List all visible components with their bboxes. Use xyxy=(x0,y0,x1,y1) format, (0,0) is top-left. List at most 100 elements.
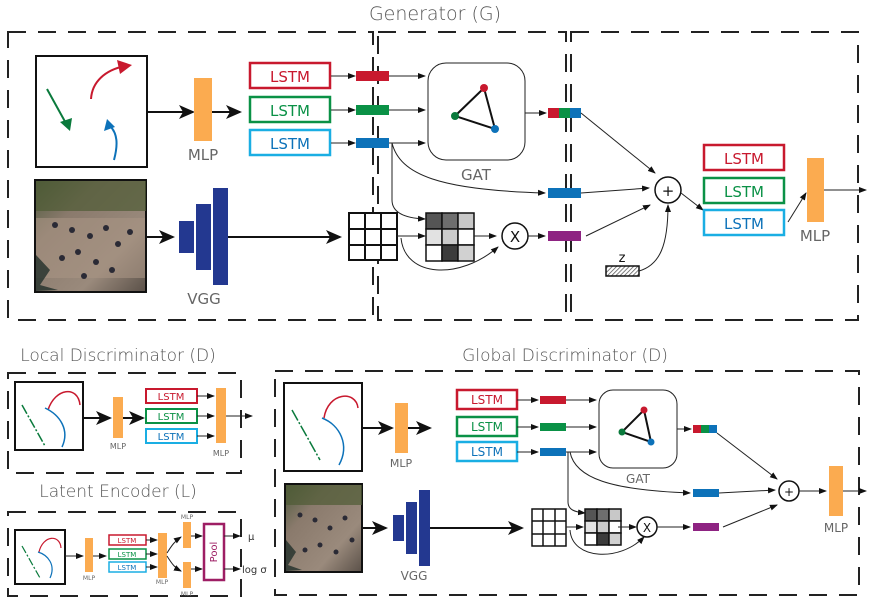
global-attention-vector xyxy=(693,523,719,531)
global-pooled-vector xyxy=(693,425,717,433)
attention-cell xyxy=(441,228,459,246)
sum-node: + xyxy=(654,176,682,204)
vgg-label: VGG xyxy=(187,290,221,308)
attention-cell xyxy=(584,520,598,534)
global-gat-block xyxy=(598,389,678,469)
svg-text:LSTM: LSTM xyxy=(471,445,503,459)
attention-cell xyxy=(608,508,622,522)
attention-cell xyxy=(584,508,598,522)
mlp-label: MLP xyxy=(188,146,218,164)
svg-text:LSTM: LSTM xyxy=(270,68,310,86)
attention-cell xyxy=(441,212,459,230)
latent-mu-mlp-block xyxy=(183,522,191,548)
generator-section: Generator (G) MLP LSTM LSTM LST xyxy=(7,3,867,321)
global-discriminator-title: Global Discriminator (D) xyxy=(462,346,668,366)
lstm-red: LSTM xyxy=(248,61,332,90)
decoder-lstm-blue: LSTM xyxy=(702,208,786,237)
attention-cell xyxy=(584,532,598,546)
attention-cell xyxy=(457,244,475,262)
attention-cell xyxy=(425,244,443,262)
local-output-mlp-block xyxy=(216,388,226,443)
mlp-block xyxy=(194,78,212,141)
noise-vector xyxy=(605,265,640,277)
global-mlp-block xyxy=(395,403,408,453)
local-trajectory-input xyxy=(14,381,84,451)
latent-encoder-section: Latent Encoder (L) MLP LSTM LSTM LSTM ML… xyxy=(7,482,267,598)
generator-encoder-box xyxy=(7,31,374,321)
physical-attention-vector xyxy=(548,231,581,241)
svg-text:LSTM: LSTM xyxy=(471,393,503,407)
vgg-block xyxy=(179,188,228,285)
latent-mlp2-block xyxy=(158,533,167,578)
global-output-mlp-block xyxy=(829,466,843,516)
attention-cell xyxy=(441,244,459,262)
attention-cell xyxy=(608,532,622,546)
global-hidden-blue xyxy=(540,448,566,456)
local-discriminator-title: Local Discriminator (D) xyxy=(20,346,215,366)
local-discriminator-section: Local Discriminator (D) MLP LSTM LSTM LS… xyxy=(7,346,253,474)
latent-encoder-title: Latent Encoder (L) xyxy=(39,482,197,502)
svg-text:LSTM: LSTM xyxy=(118,551,137,559)
multiply-node: X xyxy=(501,222,529,250)
noise-label: z xyxy=(619,251,626,266)
svg-text:LSTM: LSTM xyxy=(471,420,503,434)
global-attention-grid xyxy=(584,508,622,546)
svg-text:LSTM: LSTM xyxy=(118,564,137,572)
svg-text:MLP: MLP xyxy=(824,521,848,535)
global-hidden-copy xyxy=(693,489,719,497)
svg-text:LSTM: LSTM xyxy=(158,392,185,403)
generator-decoder-box xyxy=(570,31,859,321)
svg-text:GAT: GAT xyxy=(626,472,651,486)
hidden-state-copy xyxy=(548,188,581,198)
pooled-vector xyxy=(548,108,581,118)
latent-sigma-mlp-block xyxy=(183,562,191,588)
svg-text:+: + xyxy=(784,485,794,499)
svg-text:MLP: MLP xyxy=(181,591,194,598)
generator-title: Generator (G) xyxy=(369,3,501,25)
attention-cell xyxy=(596,532,610,546)
feature-grid xyxy=(348,212,398,261)
global-multiply-node: X xyxy=(636,516,658,538)
svg-text:LSTM: LSTM xyxy=(724,215,764,233)
global-trajectory-input xyxy=(283,382,363,472)
svg-text:X: X xyxy=(510,228,520,246)
svg-text:LSTM: LSTM xyxy=(270,102,310,120)
svg-text:X: X xyxy=(643,521,651,535)
mu-label: μ xyxy=(248,532,255,543)
generator-pooling-box xyxy=(377,31,567,321)
scene-image xyxy=(34,179,147,293)
hidden-state-blue xyxy=(356,138,389,148)
attention-cell xyxy=(596,508,610,522)
attention-cell xyxy=(425,228,443,246)
svg-text:LSTM: LSTM xyxy=(158,412,185,423)
latent-encoder-box xyxy=(7,511,242,597)
global-sum-node: + xyxy=(778,480,800,502)
global-scene-image xyxy=(284,483,363,573)
svg-text:LSTM: LSTM xyxy=(724,150,764,168)
global-vgg-block xyxy=(393,490,430,566)
svg-text:LSTM: LSTM xyxy=(158,432,185,443)
svg-text:MLP: MLP xyxy=(156,579,169,586)
svg-text:MLP: MLP xyxy=(83,575,96,582)
global-discriminator-box xyxy=(274,370,860,596)
trajectory-input xyxy=(35,55,148,168)
svg-text:MLP: MLP xyxy=(181,514,194,521)
attention-cell xyxy=(596,520,610,534)
log-sigma-label: log σ xyxy=(242,565,267,576)
svg-text:MLP: MLP xyxy=(110,442,126,451)
decoder-mlp-label: MLP xyxy=(800,227,830,245)
global-hidden-red xyxy=(540,396,566,404)
lstm-green: LSTM xyxy=(248,95,332,124)
svg-text:VGG: VGG xyxy=(401,569,428,583)
decoder-lstm-red: LSTM xyxy=(702,143,786,172)
attention-cell xyxy=(457,228,475,246)
gat-block xyxy=(427,62,526,161)
attention-grid xyxy=(425,212,475,262)
global-feature-grid xyxy=(531,508,567,547)
decoder-lstm-green: LSTM xyxy=(702,176,786,205)
hidden-state-red xyxy=(356,71,389,81)
local-discriminator-box xyxy=(7,372,242,474)
gat-label: GAT xyxy=(461,166,492,184)
hidden-state-green xyxy=(356,105,389,115)
